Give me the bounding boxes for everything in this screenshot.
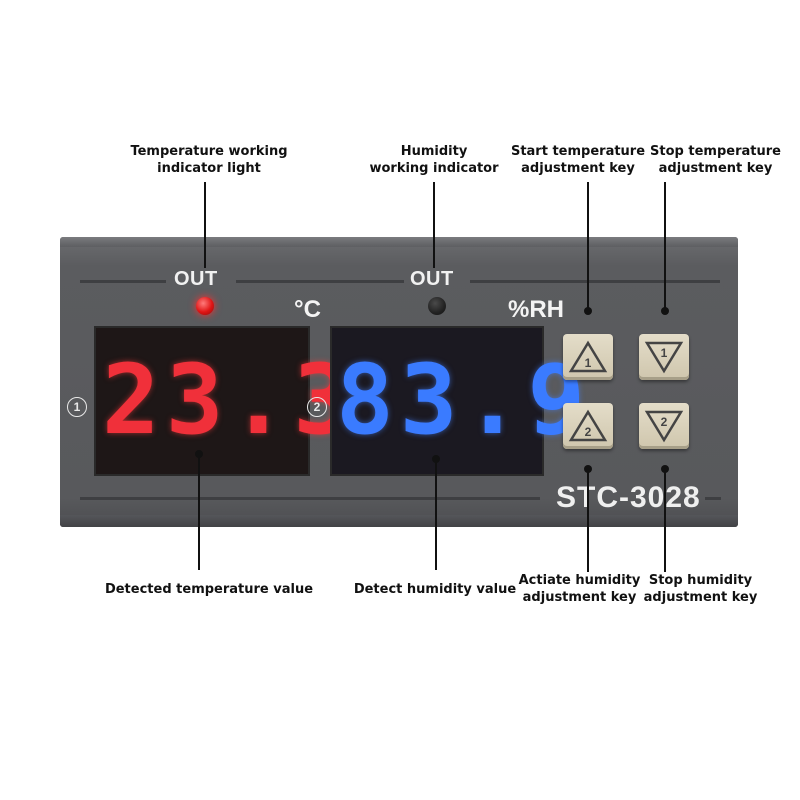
down-triangle-1-icon: 1 [644,341,684,374]
start-temperature-key[interactable]: 1 [563,334,613,380]
humidity-unit: %RH [508,296,565,323]
leader-detected-temperature [198,454,200,570]
stop-humidity-key-callout: Stop humidity adjustment key [643,573,758,605]
leader-stop-temperature-key [664,182,666,309]
svg-text:1: 1 [585,356,592,370]
activate-humidity-key-callout: Actiate humidity adjustment key [518,573,641,605]
bottom-divider-right [705,497,721,500]
leader-start-temperature-key [587,182,589,309]
model-number: STC-3028 [556,481,701,514]
controller-bottom-rim [60,515,738,527]
bottom-divider-left [80,497,540,500]
leader-temperature-indicator [204,182,206,268]
activate-humidity-key[interactable]: 2 [563,403,613,449]
stop-temperature-key-callout: Stop temperature adjustment key [650,144,781,176]
humidity-indicator-led [428,297,446,315]
controller-top-rim [60,237,738,247]
top-divider-middle [236,280,404,283]
channel-2-marker: 2 [307,397,327,417]
channel-1-marker: 1 [67,397,87,417]
start-temperature-key-callout: Start temperature adjustment key [510,144,646,176]
humidity-display: 83.9 [330,326,585,476]
leader-detect-humidity [435,459,437,570]
celsius-unit: °C [294,296,321,323]
detected-temperature-callout: Detected temperature value [104,582,314,597]
detect-humidity-callout: Detect humidity value [353,582,517,597]
humidity-value: 83.9 [336,344,592,456]
stop-temperature-key[interactable]: 1 [639,334,689,380]
leader-dot-start-temperature [584,307,592,315]
temperature-indicator-callout: Temperature working indicator light [130,144,288,176]
svg-text:2: 2 [585,425,592,439]
up-triangle-1-icon: 1 [568,340,608,373]
stop-humidity-key[interactable]: 2 [639,403,689,449]
top-divider-left [80,280,166,283]
leader-activate-humidity-key [587,469,589,572]
leader-stop-humidity-key [664,469,666,572]
temperature-indicator-led [196,297,214,315]
up-triangle-2-icon: 2 [568,409,608,442]
out-label-humidity: OUT [410,268,454,290]
svg-text:1: 1 [661,346,668,360]
out-label-temperature: OUT [174,268,218,290]
top-divider-right [470,280,720,283]
leader-dot-stop-temperature [661,307,669,315]
leader-humidity-indicator [433,182,435,268]
humidity-indicator-callout: Humidity working indicator [369,144,499,176]
svg-text:2: 2 [661,415,668,429]
down-triangle-2-icon: 2 [644,410,684,443]
